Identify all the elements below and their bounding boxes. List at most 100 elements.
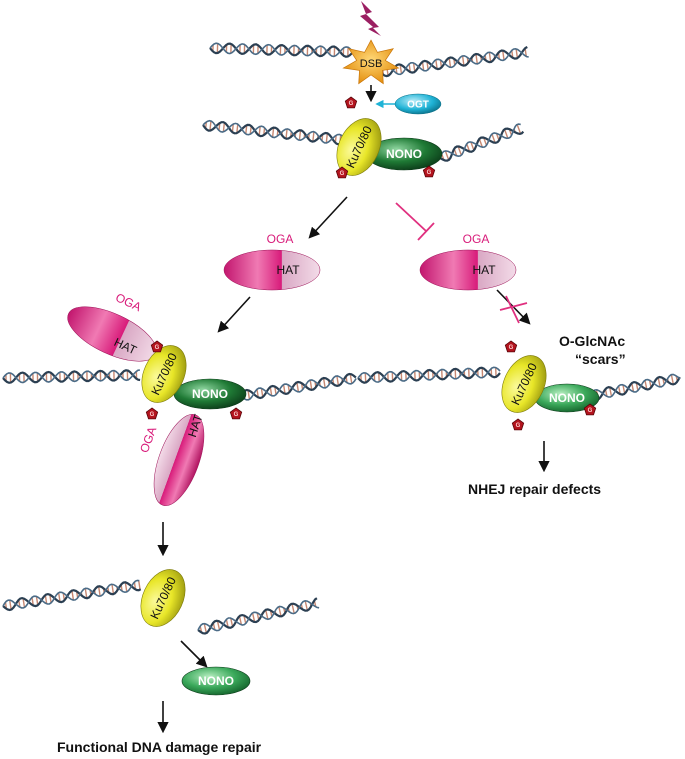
dna-base-pair bbox=[251, 612, 256, 623]
dna-base-pair bbox=[97, 586, 101, 597]
dna-base-pair bbox=[304, 600, 309, 611]
dna-base-pair bbox=[222, 122, 226, 132]
o-glcnac-shape bbox=[150, 340, 164, 353]
dna-strand bbox=[2, 369, 141, 384]
dna-stage2-right bbox=[439, 123, 525, 162]
dna-layer bbox=[2, 42, 681, 635]
o-glcnac-icon: G bbox=[229, 407, 243, 420]
ku-ellipse bbox=[140, 569, 186, 627]
dna-base-pair bbox=[282, 384, 286, 394]
dna-right-complex-left bbox=[357, 366, 501, 384]
oga-protein-right bbox=[419, 249, 517, 291]
hat-label: HAT bbox=[276, 263, 300, 277]
nono-ellipse bbox=[181, 666, 251, 696]
nono-protein-right-complex: NONO bbox=[534, 383, 600, 413]
lightning-icon bbox=[360, 1, 381, 36]
nono-protein-left-complex: NONO bbox=[173, 378, 247, 410]
dna-base-pair bbox=[203, 623, 208, 634]
o-glcnac-letter: G bbox=[340, 171, 345, 177]
dna-strand bbox=[209, 42, 353, 58]
dna-strand bbox=[439, 127, 525, 162]
o-glcnac-icon: G bbox=[344, 96, 358, 109]
dna-base-pair bbox=[491, 133, 496, 144]
o-glcnac-icon: G bbox=[504, 340, 518, 353]
o-glcnac-icon: G bbox=[583, 403, 597, 416]
cross-stroke bbox=[499, 302, 528, 311]
dna-strand bbox=[357, 366, 501, 383]
o-glcnac-letter: G bbox=[516, 423, 521, 429]
dna-strand bbox=[589, 375, 681, 401]
o-glcnac-shape bbox=[422, 165, 436, 178]
ku-protein-left-complex: Ku70/80 bbox=[141, 345, 187, 403]
oga-protein-left bbox=[223, 249, 321, 291]
dna-base-pair bbox=[448, 57, 452, 68]
dna-base-pair bbox=[336, 375, 340, 386]
dna-base-pair bbox=[298, 130, 302, 141]
dna-base-pair bbox=[269, 386, 273, 396]
dsb-star-icon: DSB bbox=[342, 39, 400, 85]
dna-strand bbox=[379, 47, 529, 76]
o-glcnac-letter: G bbox=[150, 412, 155, 418]
ku-ellipse bbox=[501, 355, 547, 413]
block-cross-icon bbox=[499, 295, 528, 324]
dna-base-pair bbox=[84, 588, 88, 599]
nhej-defects-label: NHEJ repair defects bbox=[468, 481, 602, 497]
o-glcnac-icon: G bbox=[511, 418, 525, 431]
dna-base-pair bbox=[644, 380, 648, 390]
dna-base-pair bbox=[271, 127, 275, 138]
dna-strand bbox=[2, 581, 142, 612]
nono-label: NONO bbox=[386, 147, 422, 161]
dna-base-pair bbox=[309, 380, 313, 391]
o-glcnac-shape bbox=[583, 403, 597, 416]
dna-left-complex-right bbox=[227, 372, 357, 404]
dna-base-pair bbox=[247, 390, 251, 400]
dna-base-pair bbox=[216, 620, 221, 631]
dna-base-pair bbox=[461, 55, 465, 66]
dna-base-pair bbox=[670, 374, 675, 385]
dna-strand bbox=[197, 597, 318, 635]
dna-strand bbox=[379, 46, 528, 78]
ogt-label: OGT bbox=[407, 100, 429, 111]
o-glcnac-shape bbox=[229, 407, 243, 420]
dna-base-pair bbox=[325, 133, 329, 143]
dna-base-pair bbox=[503, 128, 509, 139]
dna-base-pair bbox=[488, 52, 492, 63]
ku-protein-bottom: Ku70/80 bbox=[140, 569, 186, 627]
dna-base-pair bbox=[444, 150, 450, 161]
dna-base-pair bbox=[265, 609, 269, 620]
nono-protein-stage2: NONO bbox=[365, 137, 443, 171]
ku-protein-stage2: Ku70/80 bbox=[336, 118, 382, 176]
inhibition-icon bbox=[395, 202, 435, 241]
dna-strand bbox=[589, 373, 681, 398]
dna-base-pair bbox=[238, 615, 243, 625]
functional-repair-label: Functional DNA damage repair bbox=[57, 739, 262, 755]
ogt-ellipse bbox=[394, 93, 442, 115]
dna-base-pair bbox=[622, 384, 626, 394]
arrow-nono-release bbox=[180, 640, 208, 668]
dna-base-pair bbox=[209, 120, 212, 131]
dna-strand bbox=[2, 579, 140, 609]
dna-base-pair bbox=[478, 138, 484, 148]
dna-strand bbox=[2, 369, 141, 384]
oga-protein-lower-complex bbox=[153, 414, 205, 506]
dna-strand bbox=[202, 121, 346, 146]
o-glcnac-letter: G bbox=[234, 412, 239, 418]
dna-base-pair bbox=[44, 594, 48, 604]
o-glcnac-shape bbox=[335, 166, 349, 179]
dna-base-pair bbox=[71, 590, 75, 601]
o-glcnac-letter: G bbox=[509, 345, 514, 351]
dna-base-pair bbox=[285, 128, 288, 139]
ku-protein-right-complex: Ku70/80 bbox=[501, 355, 547, 413]
dna-base-pair bbox=[296, 382, 300, 393]
o-glcnac-shape bbox=[344, 96, 358, 109]
scars-label-line2: “scars” bbox=[575, 351, 626, 367]
dna-base-pair bbox=[278, 606, 282, 617]
oga-ellipse bbox=[419, 249, 517, 291]
o-glcnac-icon: G bbox=[145, 407, 159, 420]
inhibition-line bbox=[395, 202, 427, 232]
o-glcnac-shape bbox=[511, 418, 525, 431]
nono-label: NONO bbox=[549, 391, 585, 405]
dna-base-pair bbox=[230, 617, 234, 627]
dna-base-pair bbox=[291, 603, 295, 614]
